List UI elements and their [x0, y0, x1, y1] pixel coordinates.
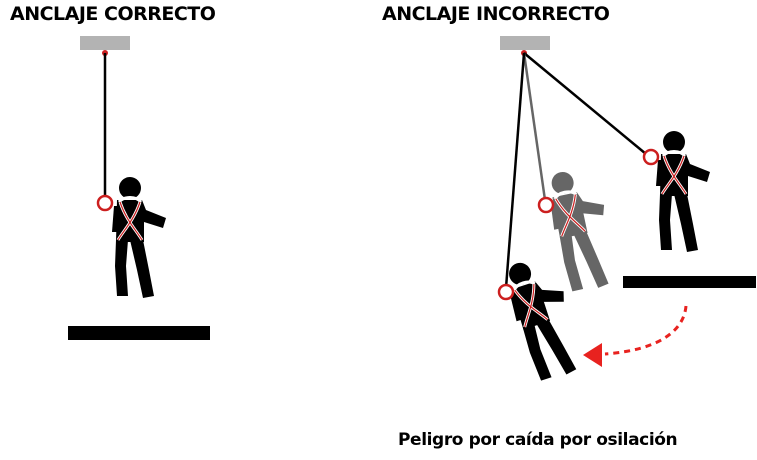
swing-arrow: [604, 305, 688, 356]
incorrect-panel: [497, 36, 756, 385]
swing-arrow-head: [583, 343, 602, 367]
platform: [68, 326, 210, 340]
anchor-plate: [80, 36, 130, 50]
harness-d-ring: [537, 196, 555, 214]
lanyard-swinging: [522, 52, 547, 201]
platform: [623, 276, 756, 288]
caption: Peligro por caída por osilación: [398, 430, 678, 450]
title-correct: ANCLAJE CORRECTO: [10, 3, 216, 25]
title-incorrect: ANCLAJE INCORRECTO: [382, 3, 610, 25]
harness-d-ring: [96, 194, 114, 212]
lanyard-falling: [504, 52, 526, 289]
harness-d-ring: [497, 283, 515, 301]
lanyard-standing: [523, 52, 647, 155]
anchor-plate: [500, 36, 550, 50]
harness-d-ring: [642, 148, 660, 166]
correct-panel: [68, 36, 210, 340]
